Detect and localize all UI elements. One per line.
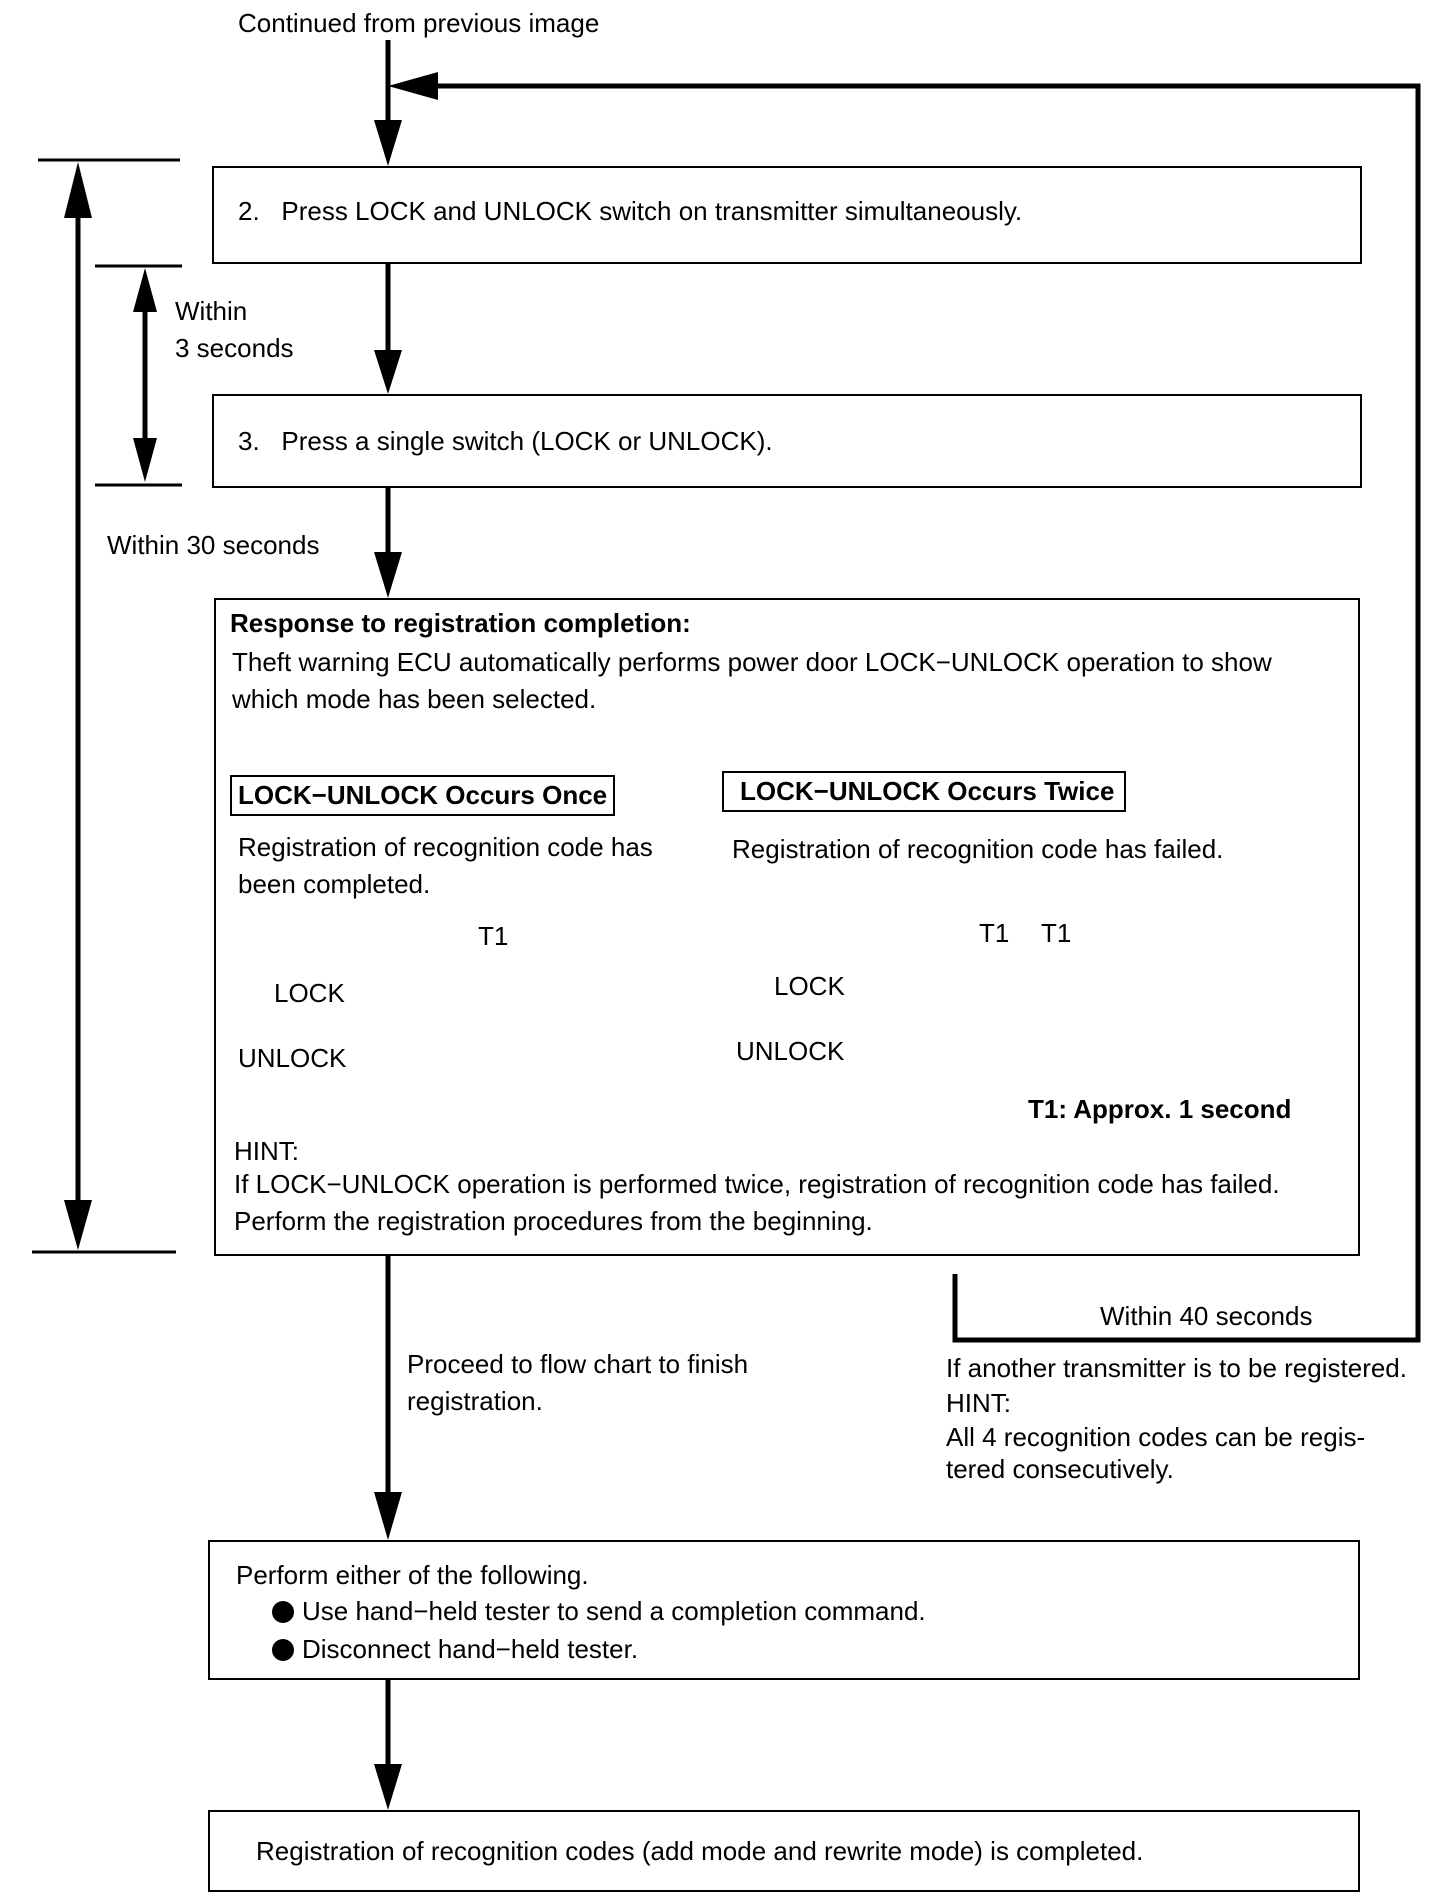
bullet-icon — [272, 1639, 294, 1661]
another-hint-title: HINT: — [946, 1388, 1011, 1418]
hint-text: If LOCK−UNLOCK operation is performed tw… — [234, 1169, 1280, 1236]
proceed-text-real: Proceed to flow chart to finish registra… — [407, 1346, 817, 1420]
another-hint-line2: tered consecutively. — [946, 1454, 1174, 1484]
step-2-text: 2. Press LOCK and UNLOCK switch on trans… — [238, 196, 1023, 226]
perform-item-1-text: Use hand−held tester to send a completio… — [302, 1596, 926, 1626]
perform-item-2-text: Disconnect hand−held tester. — [302, 1634, 639, 1664]
t1-label-once: T1 — [478, 921, 509, 951]
another-line: If another transmitter is to be register… — [946, 1353, 1407, 1383]
step-2-box: 2. Press LOCK and UNLOCK switch on trans… — [212, 166, 1362, 264]
t1-note: T1: Approx. 1 second — [1028, 1094, 1292, 1124]
step-3-text: 3. Press a single switch (LOCK or UNLOCK… — [238, 426, 773, 456]
hint-title: HINT: — [234, 1136, 299, 1166]
twice-text: Registration of recognition code has fai… — [732, 834, 1224, 864]
perform-box: Perform either of the following. Use han… — [208, 1540, 1360, 1680]
unlock-label-twice: UNLOCK — [736, 1036, 845, 1066]
response-body: Theft warning ECU automatically performs… — [232, 647, 1272, 714]
perform-item-2: Disconnect hand−held tester. — [272, 1636, 638, 1662]
t1-label-twice-a: T1 — [979, 918, 1010, 948]
lock-label-once: LOCK — [274, 978, 345, 1008]
once-tag: LOCK−UNLOCK Occurs Once — [230, 775, 616, 816]
perform-title: Perform either of the following. — [236, 1560, 589, 1590]
final-box: Registration of recognition codes (add m… — [208, 1810, 1360, 1892]
within-3-label-2: 3 seconds — [175, 333, 294, 363]
once-text: Registration of recognition code has bee… — [238, 832, 653, 899]
continued-label: Continued from previous image — [238, 8, 600, 38]
step-3-box: 3. Press a single switch (LOCK or UNLOCK… — [212, 394, 1362, 488]
bullet-icon — [272, 1601, 294, 1623]
within-3-label-1: Within — [175, 296, 248, 326]
t1-label-twice-b: T1 — [1041, 918, 1072, 948]
unlock-label-once: UNLOCK — [238, 1043, 347, 1073]
perform-item-1: Use hand−held tester to send a completio… — [272, 1598, 926, 1624]
within-30-label: Within 30 seconds — [107, 530, 320, 560]
lock-label-twice: LOCK — [774, 971, 845, 1001]
final-text: Registration of recognition codes (add m… — [256, 1836, 1144, 1866]
response-heading: Response to registration completion: — [230, 608, 691, 638]
within-40-label: Within 40 seconds — [1100, 1301, 1313, 1331]
response-box: Response to registration completion: The… — [214, 598, 1360, 1256]
twice-tag: LOCK−UNLOCK Occurs Twice — [722, 771, 1127, 812]
another-hint-line1: All 4 recognition codes can be regis- — [946, 1422, 1366, 1452]
arrowheads — [64, 72, 438, 1810]
